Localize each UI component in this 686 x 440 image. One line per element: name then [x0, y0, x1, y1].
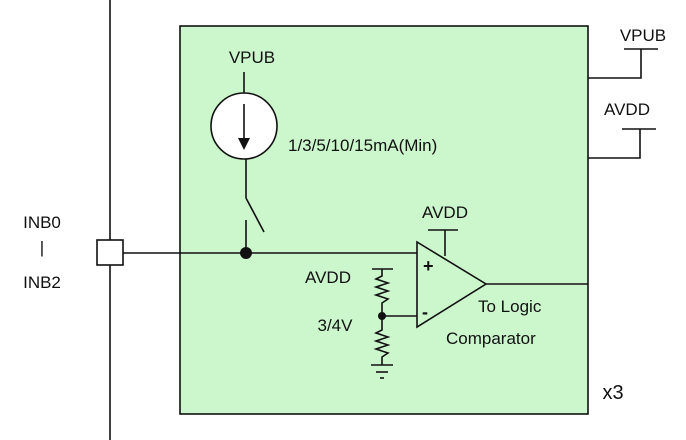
right-supply-label-1: VPUB: [620, 26, 666, 45]
plus-label: +: [423, 256, 434, 276]
divider-supply-label: AVDD: [305, 268, 351, 287]
resistor-top-icon: [373, 269, 391, 316]
output-label-2: Comparator: [446, 329, 536, 348]
output-label-1: To Logic: [478, 297, 542, 316]
switch-icon: [245, 197, 265, 233]
pin-label-top: INB0: [23, 213, 61, 232]
current-source-supply-label: VPUB: [229, 48, 275, 67]
comparator-supply-label: AVDD: [422, 203, 468, 222]
resistor-bottom-icon: [373, 316, 391, 365]
pin-terminal: [96, 239, 124, 266]
pin-label-bottom: INB2: [23, 273, 61, 292]
arrow-head: [238, 138, 250, 150]
pin-label-separator: |: [40, 238, 44, 257]
right-supply-wire-1: [588, 49, 642, 79]
right-supply-label-2: AVDD: [604, 100, 650, 119]
comparator-icon: [416, 240, 488, 329]
divider-ratio-label: 3/4V: [318, 316, 354, 335]
circuit-block: [179, 25, 589, 415]
current-values-label: 1/3/5/10/15mA(Min): [288, 136, 437, 155]
minus-label: -: [422, 302, 428, 322]
right-supply-wire-2: [588, 129, 641, 159]
multiplier-label: x3: [602, 382, 623, 404]
